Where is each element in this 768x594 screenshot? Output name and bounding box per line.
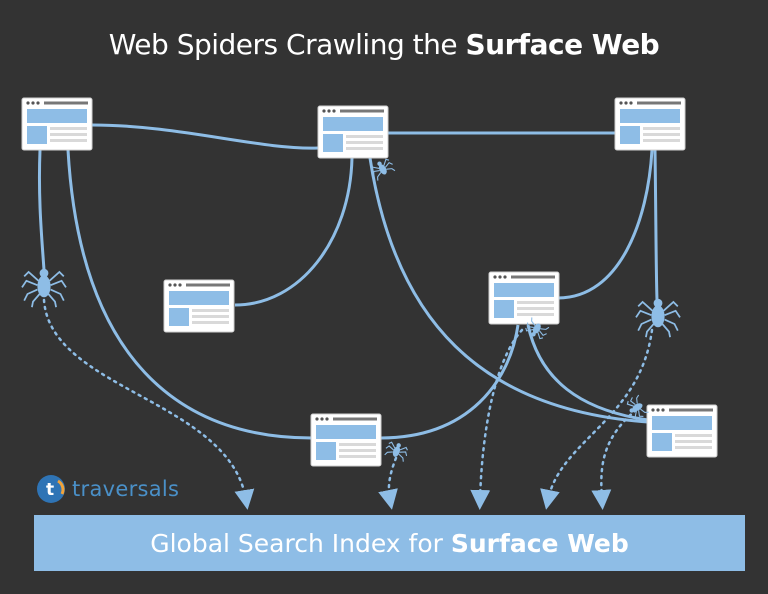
crawl-path-4 xyxy=(540,328,654,510)
spider-icon xyxy=(384,441,408,462)
link-p6-p7 xyxy=(526,324,649,422)
spider-icon xyxy=(371,158,396,181)
page-links xyxy=(37,123,659,440)
crawl-path-1 xyxy=(42,298,255,510)
link-p2-p4 xyxy=(234,157,354,307)
spider-icon xyxy=(626,394,649,419)
crawl-path-5 xyxy=(591,408,638,510)
web-page-icon xyxy=(21,97,93,151)
link-p1-p2 xyxy=(91,123,319,150)
web-page-icon xyxy=(646,404,718,458)
link-p1-p5 xyxy=(66,149,313,440)
spider-icon xyxy=(635,298,681,338)
title-bold: Surface Web xyxy=(465,28,660,61)
web-page-icon xyxy=(310,413,382,467)
index-bold: Surface Web xyxy=(450,528,629,558)
spider-icon xyxy=(525,317,550,340)
crawl-path-3 xyxy=(470,328,524,510)
index-prefix: Global Search Index for xyxy=(150,528,451,558)
link-p3-spider xyxy=(653,149,659,301)
web-page-icon xyxy=(317,105,389,159)
brand-logo: t traversals xyxy=(36,474,179,504)
link-p1-spider xyxy=(37,149,46,271)
crawl-path-2 xyxy=(378,456,398,510)
title-prefix: Web Spiders Crawling the xyxy=(108,28,466,61)
web-page-icon xyxy=(488,271,560,325)
search-index-bar: Global Search Index for Surface Web xyxy=(34,515,745,571)
crawl-paths xyxy=(42,298,654,510)
link-p6-p5 xyxy=(379,324,520,440)
web-page-icon xyxy=(614,97,686,151)
web-page-icon xyxy=(163,279,235,333)
logo-letter: t xyxy=(46,480,54,500)
diagram-title: Web Spiders Crawling the Surface Web xyxy=(0,28,768,61)
spider-icon xyxy=(21,268,67,308)
link-p2-p7 xyxy=(368,157,649,424)
link-p3-p6 xyxy=(557,149,654,300)
brand-name: traversals xyxy=(72,477,180,501)
traversals-logo-icon: t xyxy=(37,475,65,503)
